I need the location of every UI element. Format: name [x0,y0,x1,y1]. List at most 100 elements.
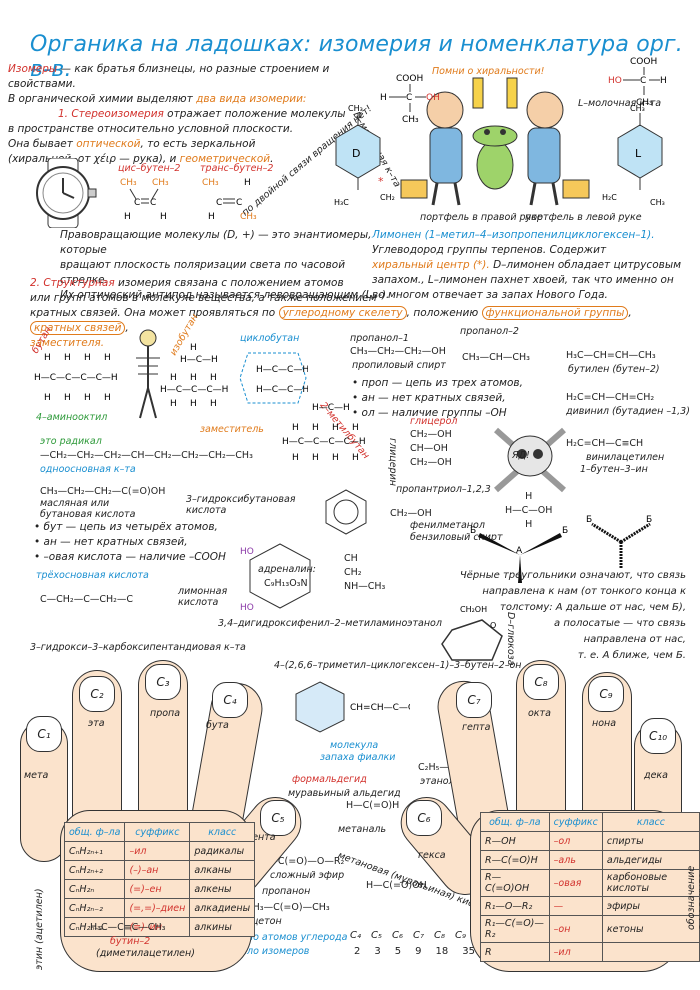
svg-text:CH₂OH: CH₂OH [460,605,487,614]
intro-block: Изомеры — как братья близнецы, но разные… [8,63,346,165]
divinil-formula: H₂C=CH—CH=CH₂ [566,392,655,403]
left-nail-c5: C₅ [260,800,296,836]
ionone-structure: CH=CH—C—CH₃ [295,681,410,733]
divinil-label: дивинил (бутадиен –1,3) [566,406,690,417]
adrenalin-ring: HO HO [240,543,311,613]
svg-text:H: H [190,343,197,353]
right-case-label: портфель в правой руке [420,212,543,223]
glicerin-label: глицерин [387,438,398,486]
left-finger-name-3: пропа [150,708,181,719]
left-finger-name-5: пента [246,832,276,843]
term-izomery: Изомеры [8,63,58,75]
svg-text:H: H [208,212,215,222]
formaldehyde-formula: H—C(=O)H [346,800,400,811]
svg-text:CH=CH—C—CH₃: CH=CH—C—CH₃ [350,703,410,713]
svg-text:CH₃: CH₃ [152,178,169,188]
pravo-block: Правовращающие молекулы (D, +) — это эна… [60,229,390,301]
svg-text:H: H [170,399,177,409]
left-nail-c3: C₃ [145,664,181,700]
svg-text:H: H [292,423,299,433]
svg-text:H: H [190,399,197,409]
svg-text:H: H [352,453,359,463]
structural-block: 2. Структурная изомерия связана с положе… [30,277,632,349]
butin-formula: H₃C—C≡C—CH₃ [90,922,166,933]
svg-text:H—C—C—C—C—H: H—C—C—C—C—H [34,373,118,383]
table-row: R–ил [480,942,700,962]
svg-text:COOH: COOH [396,74,423,84]
svg-text:H—C—H: H—C—H [180,355,218,365]
trans-label: транс–бутен–2 [200,163,274,174]
svg-text:H: H [312,423,319,433]
svg-text:OH: OH [426,93,440,103]
svg-text:C: C [216,198,222,208]
molekula-label: молекула [330,740,379,751]
benzil-label: бензиловый спирт [410,532,503,543]
count-label-isomers: число изомеров [230,946,310,957]
svg-text:H: H [332,423,339,433]
term-two-types: два вида изомерии: [196,93,307,105]
svg-text:H: H [244,178,251,188]
page-title: Органика на ладошках: изомерия и номенкл… [30,32,683,82]
svg-text:Б: Б [562,526,568,536]
butilen-label: бутилен (бутен–2) [568,364,660,375]
carbon-count-row: C₄ C₅ C₆ C₇ C₈ C₉ [350,930,466,941]
propyl-label: пропиловый спирт [352,360,446,371]
left-case-label: портфель в левой руке [525,212,642,223]
svg-text:H: H [104,393,111,403]
svg-text:H: H [210,373,217,383]
formic-formula: H—C(=O)OH [366,880,427,891]
svg-text:H: H [124,212,131,222]
svg-text:H₃C: H₃C [334,198,349,207]
svg-text:H: H [352,423,359,433]
svg-text:H: H [292,453,299,463]
svg-text:C: C [406,93,412,103]
etin-label: этин (ацетилен) [34,888,45,970]
svg-text:Б: Б [586,515,592,525]
svg-text:H: H [44,353,51,363]
slozhny-label: сложный эфир [270,870,345,881]
left-finger-name-4: бута [206,720,229,731]
dimethylacet-label: (диметилацетилен) [96,948,195,959]
ester-formula: R₁—C(=O)—O—R₂ [258,856,345,867]
svg-text:C: C [150,198,156,208]
remember-chirality: Помни о хиральности! [432,66,545,77]
svg-text:C: C [236,198,242,208]
right-nail-c7: C₇ [456,682,492,718]
svg-text:D: D [352,147,360,160]
left-finger-name-2: эта [88,718,105,729]
svg-text:H: H [170,373,177,383]
skeleton-icon [136,329,160,419]
svg-text:*: * [378,175,384,188]
svg-text:H: H [84,393,91,403]
muraviny-label: муравьиный альдегид [288,788,401,799]
maslyanaya-label: масляная или [40,498,110,509]
gidroksi-label: 3–гидроксибутановая кислота [186,494,296,516]
svg-text:H—C—C—C—C—H: H—C—C—C—C—H [282,437,366,447]
left-nail-c2: C₂ [79,676,115,712]
propanol1-formula: CH₃—CH₂—CH₂—OH [350,346,446,357]
adrenalin-label: адреналин: [258,564,316,575]
svg-text:H—C—C—H: H—C—C—H [256,365,308,375]
karboksi-label: 3–гидрокси–3–карбоксипентандиовая к–та [30,642,246,653]
svg-text:H: H [660,76,667,86]
right-finger-name-1: гекса [418,850,446,861]
ciklobutan-label: циклобутан [240,333,300,344]
left-finger-name-1: мета [24,770,49,781]
butilen-formula: H₃C—CH=CH—CH₃ [566,350,656,361]
fialka-label: запаха фиалки [320,752,396,763]
acetone-formula: CH₃—C(=O)—CH₃ [246,902,330,913]
table-row: R₁—O—R₂—эфиры [480,896,700,916]
left-nail-c4: C₄ [212,682,248,718]
svg-text:CH₃: CH₃ [630,105,645,113]
svg-text:A: A [516,546,523,556]
svg-text:CH₃: CH₃ [120,178,137,188]
glicerol-label: глицерол [410,416,458,427]
adrenalin-formula: C₉H₁₃O₃N [264,578,308,589]
count-label-carbons: число атомов углерода [230,932,348,943]
